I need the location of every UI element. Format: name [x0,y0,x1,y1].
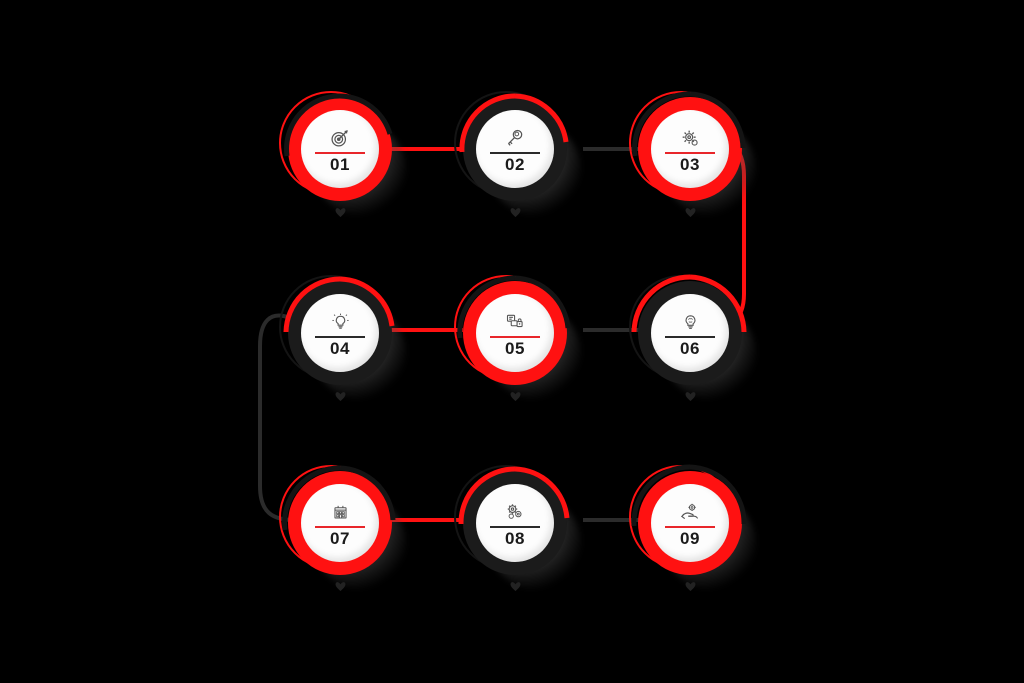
node-marker-icon [335,582,346,592]
lightbulb-icon [331,311,350,333]
key-search-icon [505,127,525,149]
node-divider [315,152,365,154]
node-divider [490,336,540,338]
node-number: 09 [680,529,700,548]
node-number: 03 [680,155,700,174]
process-node-04[interactable]: 04 [279,275,406,402]
process-node-09[interactable]: 09 [629,464,756,592]
node-divider [315,336,365,338]
node-number: 07 [330,529,350,548]
node-divider [315,526,365,528]
node-divider [490,526,540,528]
process-node-07[interactable]: 07 [279,465,406,592]
process-node-02[interactable]: 02 [454,91,581,218]
process-node-05[interactable]: 05 [454,275,581,402]
node-inner-disc: 01 [301,110,379,188]
process-node-08[interactable]: 08 [454,465,581,592]
node-inner-disc: 02 [476,110,554,188]
node-marker-icon [685,582,696,592]
node-inner-disc: 09 [651,484,729,562]
process-node-03[interactable]: 03 [629,91,756,218]
documents-lock-icon [505,311,525,333]
process-node-06[interactable]: 06 [629,274,756,402]
node-divider [490,152,540,154]
node-marker-icon [510,208,521,218]
node-inner-disc: 08 [476,484,554,562]
node-number: 02 [505,155,525,174]
node-inner-disc: 04 [301,294,379,372]
bulb-brain-icon [681,311,700,333]
node-number: 06 [680,339,700,358]
node-divider [665,526,715,528]
node-number: 01 [330,155,350,174]
node-marker-icon [335,392,346,402]
node-number: 05 [505,339,525,358]
node-divider [665,336,715,338]
factory-icon [331,501,350,523]
node-marker-icon [510,392,521,402]
gear-cog-icon [680,127,700,149]
hand-gear-icon [680,501,700,523]
node-number: 08 [505,529,525,548]
node-inner-disc: 06 [651,294,729,372]
node-marker-icon [685,208,696,218]
node-inner-disc: 07 [301,484,379,562]
process-node-01[interactable]: 01 [279,91,406,218]
target-arrow-icon [330,127,350,149]
node-marker-icon [685,392,696,402]
node-inner-disc: 03 [651,110,729,188]
node-number: 04 [330,339,350,358]
gears-group-icon [505,501,525,523]
node-inner-disc: 05 [476,294,554,372]
node-divider [665,152,715,154]
node-marker-icon [335,208,346,218]
node-marker-icon [510,582,521,592]
